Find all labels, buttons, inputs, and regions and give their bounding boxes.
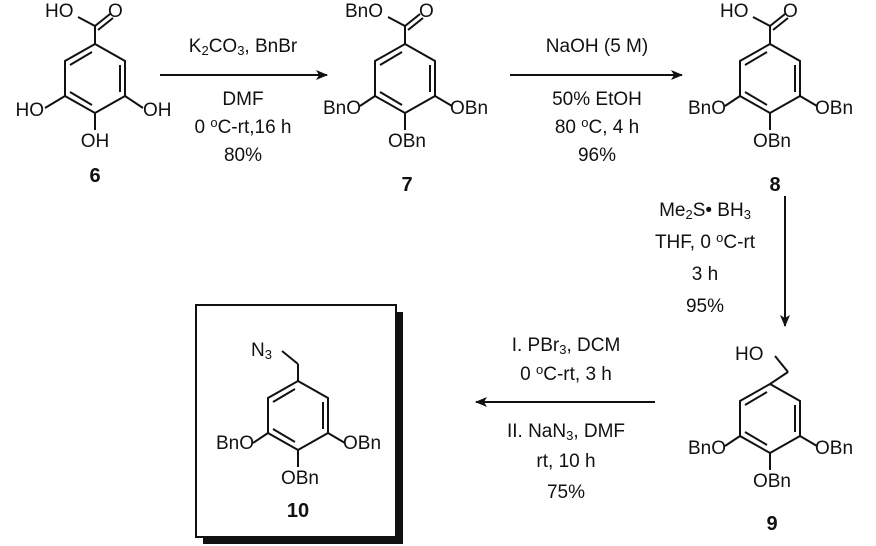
step4-reagent-2: II. NaN3, DMF bbox=[506, 421, 626, 443]
compound-10-structure bbox=[252, 350, 346, 467]
compound-10-azide: N3 bbox=[251, 340, 272, 362]
step4-conditions-1: 0 oC-rt, 3 h bbox=[520, 362, 612, 385]
step4-yield: 75% bbox=[546, 482, 586, 503]
step2-reagent: NaOH (5 M) bbox=[545, 36, 649, 57]
step4-conditions-2: rt, 10 h bbox=[536, 451, 596, 472]
compound-7-left-obn: BnO bbox=[322, 98, 361, 119]
step1-temperature-time: 0 oC-rt,16 h bbox=[194, 115, 292, 138]
compound-6-left-oh: HO bbox=[15, 100, 45, 121]
compound-8-right-obn: OBn bbox=[815, 98, 854, 119]
step1-reagents: K2CO3, BnBr bbox=[188, 36, 298, 58]
compound-10-number: 10 bbox=[286, 500, 310, 522]
step2-solvent: 50% EtOH bbox=[552, 89, 642, 110]
compound-7-carbonyl-o: O bbox=[419, 1, 434, 22]
step3-time: 3 h bbox=[691, 264, 719, 285]
compound-9-left-obn: BnO bbox=[687, 438, 726, 459]
compound-7-bottom-obn: OBn bbox=[387, 131, 427, 152]
compound-9-hydroxyl-ho: HO bbox=[735, 344, 764, 365]
compound-10-left-obn: BnO bbox=[215, 433, 254, 454]
compound-7-number: 7 bbox=[401, 174, 413, 196]
step2-temperature-time: 80 oC, 4 h bbox=[554, 115, 640, 138]
compound-8-number: 8 bbox=[769, 174, 781, 196]
compound-7-right-obn: OBn bbox=[450, 98, 489, 119]
compound-10-right-obn: OBn bbox=[343, 433, 382, 454]
compound-10-bottom-obn: OBn bbox=[280, 468, 320, 489]
compound-6-bottom-oh: OH bbox=[80, 131, 110, 152]
compound-9-right-obn: OBn bbox=[815, 438, 854, 459]
step3-yield: 95% bbox=[685, 296, 725, 317]
compound-7-structure bbox=[359, 13, 453, 130]
compound-6-number: 6 bbox=[89, 165, 101, 187]
compound-9-structure bbox=[724, 355, 818, 470]
compound-9-number: 9 bbox=[766, 513, 778, 535]
step3-solvent-temperature: THF, 0 oC-rt bbox=[654, 230, 756, 253]
compound-8-left-obn: BnO bbox=[687, 98, 726, 119]
compound-9-bottom-obn: OBn bbox=[752, 471, 792, 492]
compound-7-ester-bno: BnO bbox=[345, 1, 384, 22]
step1-yield: 80% bbox=[223, 145, 263, 166]
compound-8-structure bbox=[724, 13, 818, 130]
compound-8-carboxyl-ho: HO bbox=[720, 1, 749, 22]
step4-reagent-1: I. PBr3, DCM bbox=[511, 335, 621, 357]
step2-yield: 96% bbox=[577, 145, 617, 166]
compound-6-carbonyl-o: O bbox=[108, 1, 123, 22]
compound-8-carbonyl-o: O bbox=[783, 1, 798, 22]
compound-6-right-oh: OH bbox=[143, 100, 172, 121]
compound-6-carboxyl-ho: HO bbox=[45, 1, 74, 22]
compound-10-box bbox=[195, 304, 397, 538]
compound-6-structure bbox=[44, 13, 144, 130]
compound-8-bottom-obn: OBn bbox=[752, 131, 792, 152]
step3-reagent: Me2S• BH3 bbox=[659, 200, 751, 222]
step1-solvent: DMF bbox=[222, 89, 264, 110]
